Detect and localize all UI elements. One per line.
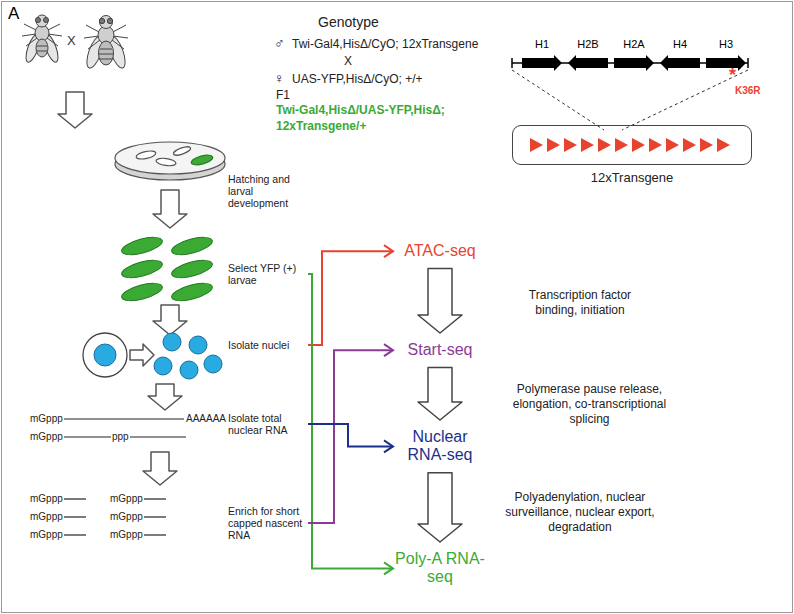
figure-label: A: [8, 3, 19, 24]
fly-female: [84, 16, 129, 71]
larvae: [120, 234, 214, 304]
rounded-outline: [512, 125, 752, 165]
node-text: Poly-A RNA-seq: [395, 550, 485, 587]
hollow-arrow: [418, 268, 462, 333]
figure-label: ♂: [274, 35, 285, 53]
assay-connector: [308, 424, 393, 452]
arrow-head: [384, 245, 393, 257]
figure-label: Twi-Gal4,HisΔ/CyO; 12xTransgene: [292, 37, 478, 52]
figure-label: K36R: [735, 85, 761, 98]
figure-label: H2B: [573, 38, 603, 52]
figure-label: X: [67, 33, 76, 49]
figure-label: Transcription factor binding, initiation: [515, 288, 645, 318]
figure-label: mGppp: [30, 529, 63, 542]
figure-label: 12xTransgene/+: [276, 119, 366, 134]
figure-label: mGppp: [110, 511, 143, 524]
figure-label: Polyadenylation, nuclear surveillance, n…: [490, 490, 670, 535]
rna-lines: [64, 419, 186, 535]
figure-label: H1: [527, 38, 557, 52]
arrow-head: [384, 344, 393, 356]
arrow-head: [384, 562, 393, 574]
nuclei: [83, 333, 222, 379]
step-node: Hatching and larval development: [228, 173, 308, 209]
step-node: Poly-A RNA-seq: [395, 550, 485, 587]
step-node: Select YFP (+) larvae: [228, 262, 308, 286]
node-text: Select YFP (+) larvae: [228, 262, 308, 286]
figure-label: ppp: [112, 431, 129, 444]
node-text: Hatching and larval development: [228, 173, 308, 209]
step-node: Isolate nuclei: [228, 339, 308, 351]
figure-label: mGppp: [110, 529, 143, 542]
node-text: ATAC-seq: [395, 242, 485, 260]
hollow-arrow: [418, 473, 462, 542]
figure-label: Twi-Gal4,HisΔ/UAS-YFP,HisΔ;: [276, 103, 445, 118]
figure-label: H4: [665, 38, 695, 52]
process-arrow: [418, 367, 462, 420]
figure-label: mGppp: [30, 431, 63, 444]
assay-connector: [308, 245, 393, 345]
figure-label: H3: [711, 38, 741, 52]
transgene-copies: [530, 138, 730, 152]
process-arrow: [418, 473, 462, 542]
figure-label: Genotype: [318, 14, 379, 32]
fly-male: [22, 15, 62, 64]
figure-label: mGppp: [30, 511, 63, 524]
node-text: Nuclear RNA-seq: [395, 428, 485, 465]
node-text: Start-seq: [395, 341, 485, 359]
connector-line: [308, 350, 393, 523]
step-node: ATAC-seq: [395, 242, 485, 260]
connector-line: [308, 251, 393, 345]
step-node: Isolate total nuclear RNA: [228, 412, 308, 436]
histone-cluster: [512, 55, 748, 130]
figure-label: X: [344, 54, 352, 69]
figure-label: ♀: [274, 70, 285, 88]
figure-label: F1: [276, 88, 290, 103]
figure-label: H2A: [619, 38, 649, 52]
connector-line: [308, 424, 393, 446]
node-text: Enrich for short capped nascent RNA: [228, 505, 308, 541]
figure-label: mGppp: [110, 493, 143, 506]
step-node: Start-seq: [395, 341, 485, 359]
connector-line: [308, 274, 393, 568]
hollow-arrow: [418, 367, 462, 420]
step-node: Enrich for short capped nascent RNA: [228, 505, 308, 541]
step-node: Nuclear RNA-seq: [395, 428, 485, 465]
assay-connector: [308, 344, 393, 523]
node-text: Isolate total nuclear RNA: [228, 412, 308, 436]
node-text: Isolate nuclei: [228, 339, 308, 351]
figure-label: *: [729, 64, 736, 87]
figure-label: AAAAAA: [186, 413, 226, 426]
assay-connector: [308, 274, 393, 574]
figure-label: mGppp: [30, 413, 63, 426]
process-arrow: [418, 268, 462, 333]
petri-dish: [115, 142, 225, 180]
arrow-head: [384, 440, 393, 452]
figure-label: UAS-YFP,HisΔ/CyO; +/+: [292, 72, 423, 87]
transgene-box: 12xTransgene: [512, 125, 752, 186]
figure-label: mGppp: [30, 493, 63, 506]
box-caption: 12xTransgene: [512, 171, 752, 186]
figure-label: Polymerase pause release, elongation, co…: [497, 382, 682, 427]
